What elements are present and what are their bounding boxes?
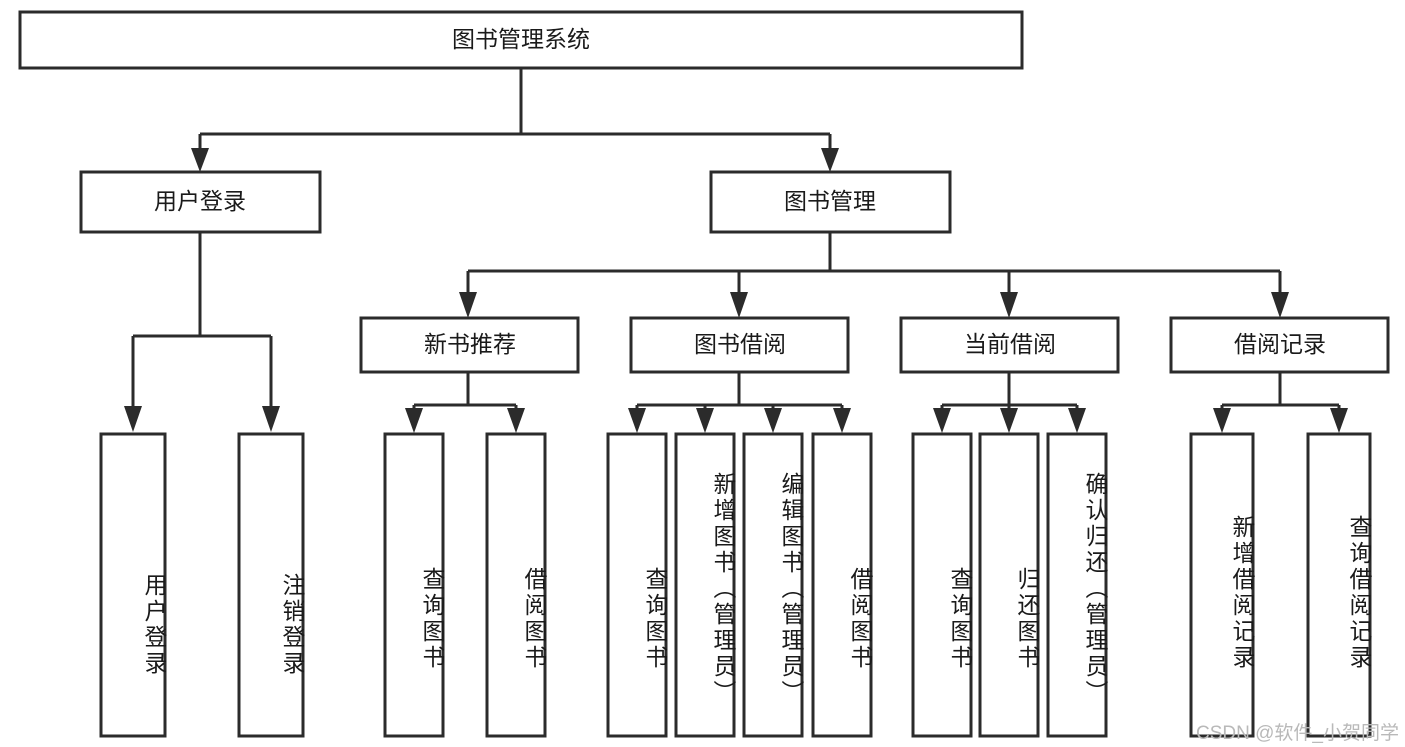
- arrowhead-leaf-return-book: [1000, 408, 1018, 433]
- node-user-login[interactable]: 用户登录: [79, 170, 322, 234]
- leaf-borrow-book-2-box[interactable]: [811, 432, 873, 738]
- arrowhead-leaf-borrow-book-1: [507, 408, 525, 433]
- node-user-login-label: 用户登录: [154, 188, 246, 214]
- node-book-manage-box[interactable]: [709, 170, 952, 234]
- arrowhead-user-login: [191, 148, 209, 172]
- node-book-manage-label: 图书管理: [784, 188, 876, 214]
- leaf-add-book-box[interactable]: [674, 432, 736, 738]
- node-current-borrow-box[interactable]: [899, 316, 1120, 374]
- arrowhead-book-borrow: [730, 292, 748, 318]
- node-borrow-record-label: 借阅记录: [1234, 331, 1326, 357]
- connector-group-user-login: [124, 232, 280, 432]
- arrowhead-leaf-logout-login: [262, 406, 280, 432]
- connector-group-current-borrow: [933, 372, 1086, 433]
- connector-group-root: [191, 68, 839, 172]
- arrowhead-leaf-query-book-2: [628, 408, 646, 433]
- node-book-borrow-box[interactable]: [629, 316, 850, 374]
- node-root[interactable]: 图书管理系统: [18, 10, 1024, 70]
- arrowhead-current-borrow: [1000, 292, 1018, 318]
- connector-group-book-manage: [459, 232, 1289, 318]
- node-book-manage[interactable]: 图书管理: [709, 170, 952, 234]
- node-book-borrow[interactable]: 图书借阅: [629, 316, 850, 374]
- leaf-query-book-3-box[interactable]: [911, 432, 973, 738]
- arrowhead-leaf-query-book-3: [933, 408, 951, 433]
- node-root-label: 图书管理系统: [452, 26, 590, 52]
- leaf-query-book-1-box[interactable]: [383, 432, 445, 738]
- arrowhead-new-book-recommend: [459, 292, 477, 318]
- arrowhead-leaf-query-book-1: [405, 408, 423, 433]
- arrowhead-leaf-add-record: [1213, 408, 1231, 433]
- leaf-add-record-box[interactable]: [1189, 432, 1255, 738]
- leaf-logout-login-box[interactable]: [237, 432, 305, 738]
- node-current-borrow-label: 当前借阅: [964, 331, 1056, 357]
- node-root-box[interactable]: [18, 10, 1024, 70]
- arrowhead-leaf-confirm-return: [1068, 408, 1086, 433]
- leaf-confirm-return-box[interactable]: [1046, 432, 1108, 738]
- node-book-borrow-label: 图书借阅: [694, 331, 786, 357]
- node-borrow-record[interactable]: 借阅记录: [1169, 316, 1390, 374]
- node-new-book-recommend-label: 新书推荐: [424, 331, 516, 357]
- csdn-watermark: CSDN @软件_小贺同学: [1196, 723, 1399, 744]
- node-borrow-record-box[interactable]: [1169, 316, 1390, 374]
- leaf-edit-book-box[interactable]: [742, 432, 804, 738]
- node-current-borrow[interactable]: 当前借阅: [899, 316, 1120, 374]
- arrowhead-leaf-add-book: [696, 408, 714, 433]
- arrowhead-leaf-edit-book: [764, 408, 782, 433]
- arrowhead-book-manage: [821, 148, 839, 172]
- leaf-query-record-box[interactable]: [1306, 432, 1372, 738]
- connector-group-new-book-recommend: [405, 372, 525, 433]
- arrowhead-leaf-user-login: [124, 406, 142, 432]
- arrowhead-borrow-record: [1271, 292, 1289, 318]
- connector-group-book-borrow: [628, 372, 851, 433]
- arrowhead-leaf-query-record: [1330, 408, 1348, 433]
- connector-group-borrow-record: [1213, 372, 1348, 433]
- leaf-boxes-group: [99, 432, 1372, 738]
- leaf-return-book-box[interactable]: [978, 432, 1040, 738]
- leaf-user-login-box[interactable]: [99, 432, 167, 738]
- leaf-query-book-2-box[interactable]: [606, 432, 668, 738]
- node-user-login-box[interactable]: [79, 170, 322, 234]
- arrowhead-leaf-borrow-book-2: [833, 408, 851, 433]
- leaf-borrow-book-1-box[interactable]: [485, 432, 547, 738]
- node-new-book-recommend[interactable]: 新书推荐: [359, 316, 580, 374]
- node-new-book-recommend-box[interactable]: [359, 316, 580, 374]
